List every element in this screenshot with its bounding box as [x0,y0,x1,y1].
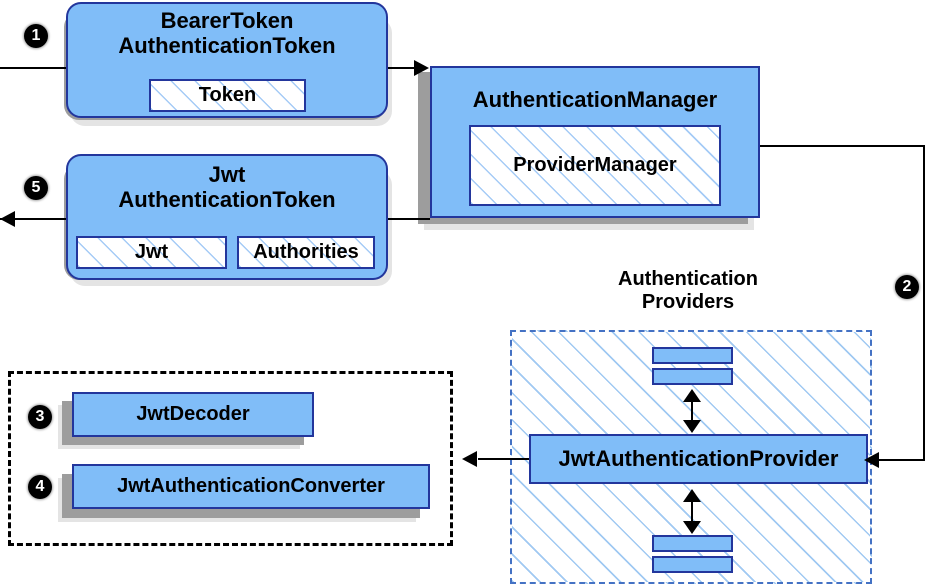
connector-result-out [0,218,68,220]
connector-provider-to-tools [478,458,533,460]
jwt-converter-label: JwtAuthenticationConverter [117,475,385,498]
field-authorities[interactable]: Authorities [237,236,375,269]
provider-stub-top-1 [652,347,733,364]
node-jwt-authentication-provider[interactable]: JwtAuthenticationProvider [529,434,868,484]
provider-stub-top-2 [652,368,733,385]
arrowhead-provider-down [683,521,701,534]
arrowhead-token-to-manager [414,60,429,76]
connector-manager-to-jwt-token [388,218,430,220]
arrowhead-provider-down-up [683,489,701,502]
arrowhead-result-out [0,211,15,227]
node-jwt-authentication-converter[interactable]: JwtAuthenticationConverter [72,464,430,509]
field-jwt[interactable]: Jwt [76,236,227,269]
step-marker-4: 4 [28,475,52,499]
caption-authentication-providers: Authentication Providers [568,268,808,314]
step-marker-2: 2 [895,275,919,299]
field-provider-manager[interactable]: ProviderManager [469,125,721,206]
step-marker-3: 3 [28,405,52,429]
arrowhead-to-provider [864,452,879,468]
field-token-label: Token [198,84,257,106]
connector-token-to-manager [388,67,418,69]
provider-stub-bottom-2 [652,556,733,573]
field-jwt-label: Jwt [134,241,169,263]
field-token[interactable]: Token [149,79,306,112]
arrowhead-provider-up-down [683,420,701,433]
node-jwt-decoder[interactable]: JwtDecoder [72,392,314,437]
jwt-tools-group [8,371,453,546]
caption-line1: Authentication [618,268,758,290]
provider-stub-bottom-1 [652,535,733,552]
connector-manager-out [760,145,925,147]
step-marker-5: 5 [24,176,48,200]
connector-provider-down [691,492,693,530]
connector-request-in [0,67,68,69]
step-marker-1: 1 [24,24,48,48]
field-authorities-label: Authorities [253,241,359,263]
arrowhead-provider-to-tools [462,451,477,467]
connector-manager-down [923,145,925,461]
jwt-token-label-line2: AuthenticationToken [118,186,336,212]
field-provider-manager-label: ProviderManager [513,154,677,176]
bearer-token-label-line2: AuthenticationToken [118,32,336,58]
jwt-token-label-line1: Jwt [208,162,246,187]
connector-provider-up [691,392,693,430]
arrowhead-provider-up [683,389,701,402]
jwt-decoder-label: JwtDecoder [136,403,250,426]
jwt-provider-label: JwtAuthenticationProvider [558,445,839,471]
caption-line2: Providers [641,290,735,313]
authentication-manager-label: AuthenticationManager [472,87,718,112]
connector-to-provider [878,459,925,461]
bearer-token-label-line1: BearerToken [160,8,294,33]
